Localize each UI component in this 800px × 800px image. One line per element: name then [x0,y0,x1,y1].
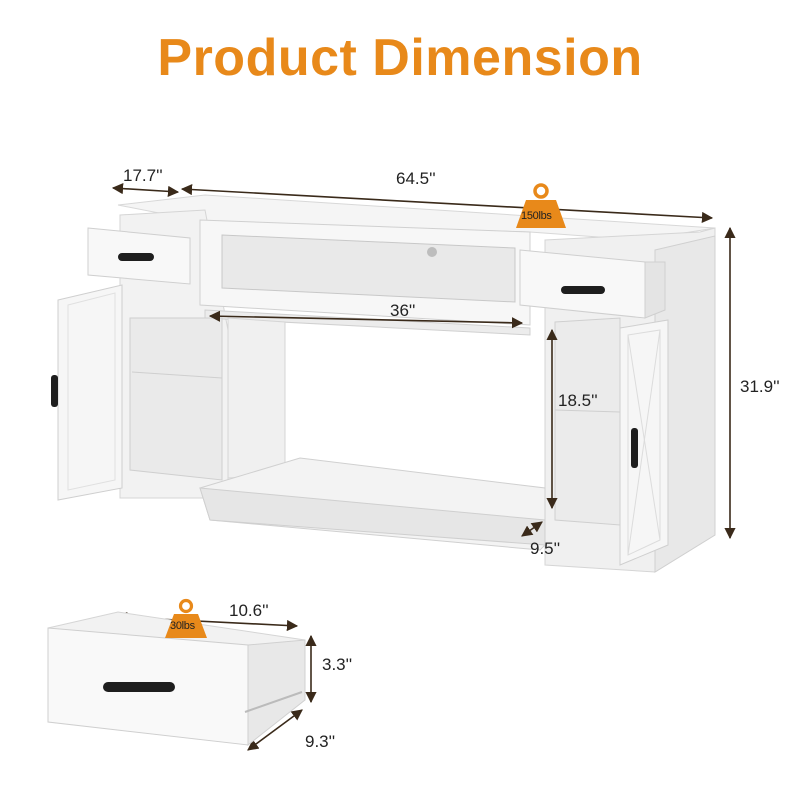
drawer-width-label: 10.6'' [229,601,269,620]
weight-icon [516,183,566,228]
handle-icon [118,253,154,261]
depth-label: 17.7'' [123,166,163,185]
cable-hole [427,247,437,257]
height-label: 31.9'' [740,377,780,396]
page-title: Product Dimension [157,29,643,87]
handle-icon [561,286,605,294]
handle-icon [51,375,58,407]
handle-icon [103,682,175,692]
base-depth-label: 9.5'' [530,539,561,558]
weight-icon [165,598,207,638]
width-label: 64.5'' [396,169,436,188]
handle-icon [631,428,638,468]
shelf-width-label: 36'' [390,301,416,320]
drawer-height-label: 3.3'' [322,655,353,674]
cabinet-shelf-height-label: 18.5'' [558,391,598,410]
drawer-depth-label: 9.3'' [305,732,336,751]
tv-stand [57,194,716,573]
top-weight-capacity: 150lbs [521,210,552,222]
drawer-weight-capacity: 30lbs [170,620,195,632]
